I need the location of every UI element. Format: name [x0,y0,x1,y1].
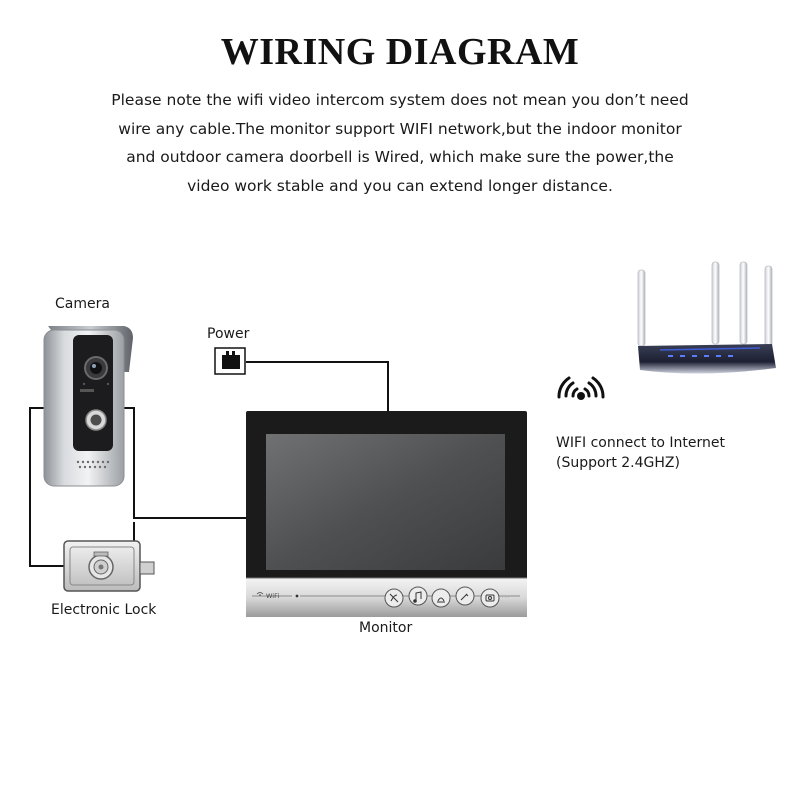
monitor-wifi-indicator: WiFi [256,592,299,600]
description-line: wire any cable.The monitor support WIFI … [118,119,682,138]
music-note-icon[interactable] [408,586,428,606]
power-label: Power [207,326,250,342]
electronic-lock-label: Electronic Lock [51,602,157,618]
svg-text:. . .: . . . [502,594,509,600]
camera-to-lock-wire [29,407,64,567]
wifi-label-line1: WIFI connect to Internet [556,435,725,451]
wifi-signal-icon [557,376,605,400]
camera-label: Camera [55,296,110,312]
description-line: video work stable and you can extend lon… [187,176,613,195]
monitor-label: Monitor [359,620,413,636]
indoor-monitor: WiFi . . . [246,411,527,617]
power-to-monitor-wire [246,361,389,411]
wires [29,361,389,567]
outdoor-camera [43,326,133,487]
wifi-label-line2: (Support 2.4GHZ) [556,455,680,471]
description-line: and outdoor camera doorbell is Wired, wh… [126,148,674,166]
wifi-label: WIFI connect to Internet (Support 2.4GHZ… [556,433,725,473]
page-title: WIRING DIAGRAM [220,31,580,73]
camera-switch-icon[interactable] [480,588,500,608]
description: Please note the wifi video intercom syst… [60,86,740,200]
camera-to-monitor-wire [123,407,246,519]
electronic-lock [63,540,155,592]
monitor-wifi-text: WiFi [266,592,279,600]
wifi-router [637,261,776,374]
power-adapter-icon [214,347,246,375]
description-line: Please note the wifi video intercom syst… [111,91,689,109]
